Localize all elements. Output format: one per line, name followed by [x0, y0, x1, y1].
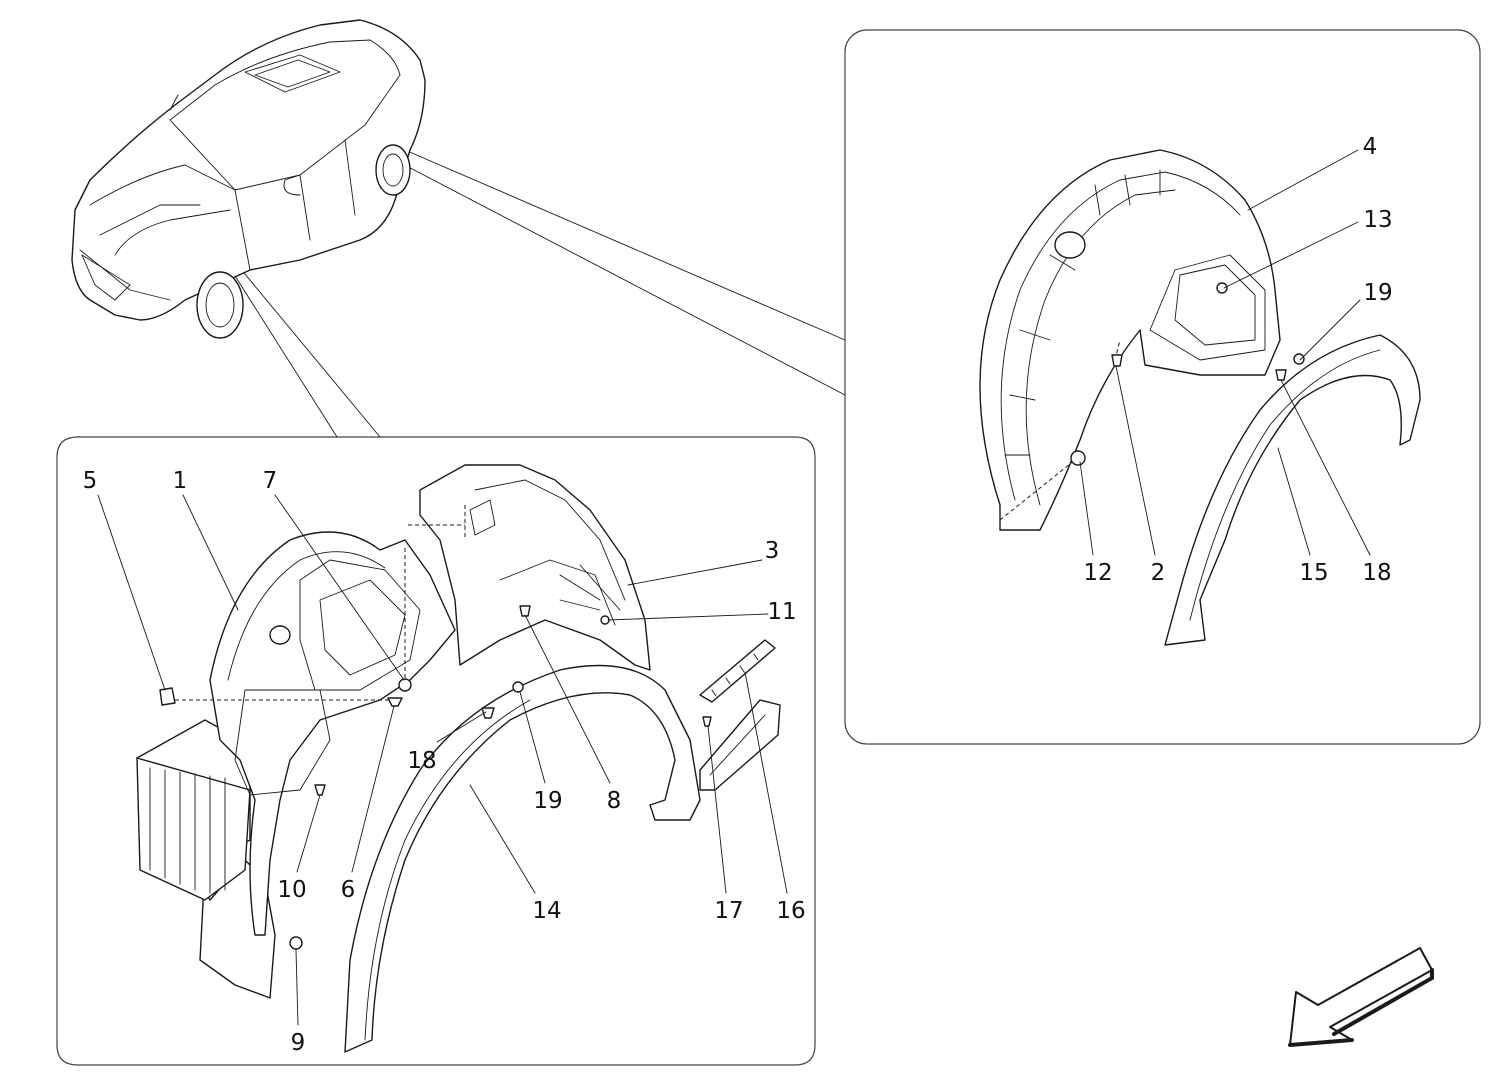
- callout-f19: 19: [533, 788, 562, 814]
- callout-f5: 5: [83, 468, 98, 494]
- car-leaders: [229, 149, 846, 438]
- callout-f7: 7: [263, 468, 278, 494]
- callout-r19: 19: [1363, 280, 1392, 306]
- callout-f3: 3: [765, 538, 780, 564]
- callout-r4: 4: [1363, 134, 1378, 160]
- front-trim-bracket: [699, 639, 781, 791]
- rear-wheel-arch-trim: [1164, 334, 1421, 646]
- callout-r2: 2: [1151, 560, 1166, 586]
- rear-wheel-arch-liner: [979, 149, 1281, 531]
- callout-r13: 13: [1363, 207, 1392, 233]
- front-wheel-arch-liner: [175, 531, 456, 936]
- callout-f6: 6: [341, 877, 356, 903]
- front-wheel-arch-trim: [344, 664, 701, 1053]
- front-liner-extension: [408, 464, 651, 671]
- callout-f14: 14: [532, 898, 561, 924]
- callout-f11: 11: [767, 599, 796, 625]
- front-callout-labels: 5 1 7 3 11 18 19 8 10 6 14 17 16 9: [83, 468, 806, 1056]
- rear-callout-labels: 4 13 19 12 2 15 18: [1083, 134, 1392, 586]
- callout-r18: 18: [1362, 560, 1391, 586]
- callout-f8: 8: [607, 788, 622, 814]
- callout-f17: 17: [714, 898, 743, 924]
- rear-fasteners: [1070, 282, 1305, 466]
- callout-r15: 15: [1299, 560, 1328, 586]
- front-splash-shield: [136, 719, 276, 999]
- callout-f16: 16: [776, 898, 805, 924]
- rear-panel-frame: [844, 29, 1481, 745]
- front-leaders: [97, 494, 788, 1026]
- callout-f10: 10: [277, 877, 306, 903]
- suv-outline-icon: [71, 19, 426, 339]
- rear-leaders: [1079, 149, 1371, 556]
- callout-f1: 1: [173, 468, 188, 494]
- direction-arrow-icon: [1288, 947, 1434, 1047]
- callout-f9: 9: [291, 1030, 306, 1056]
- front-fasteners: [159, 605, 712, 950]
- callout-r12: 12: [1083, 560, 1112, 586]
- callout-f18: 18: [407, 748, 436, 774]
